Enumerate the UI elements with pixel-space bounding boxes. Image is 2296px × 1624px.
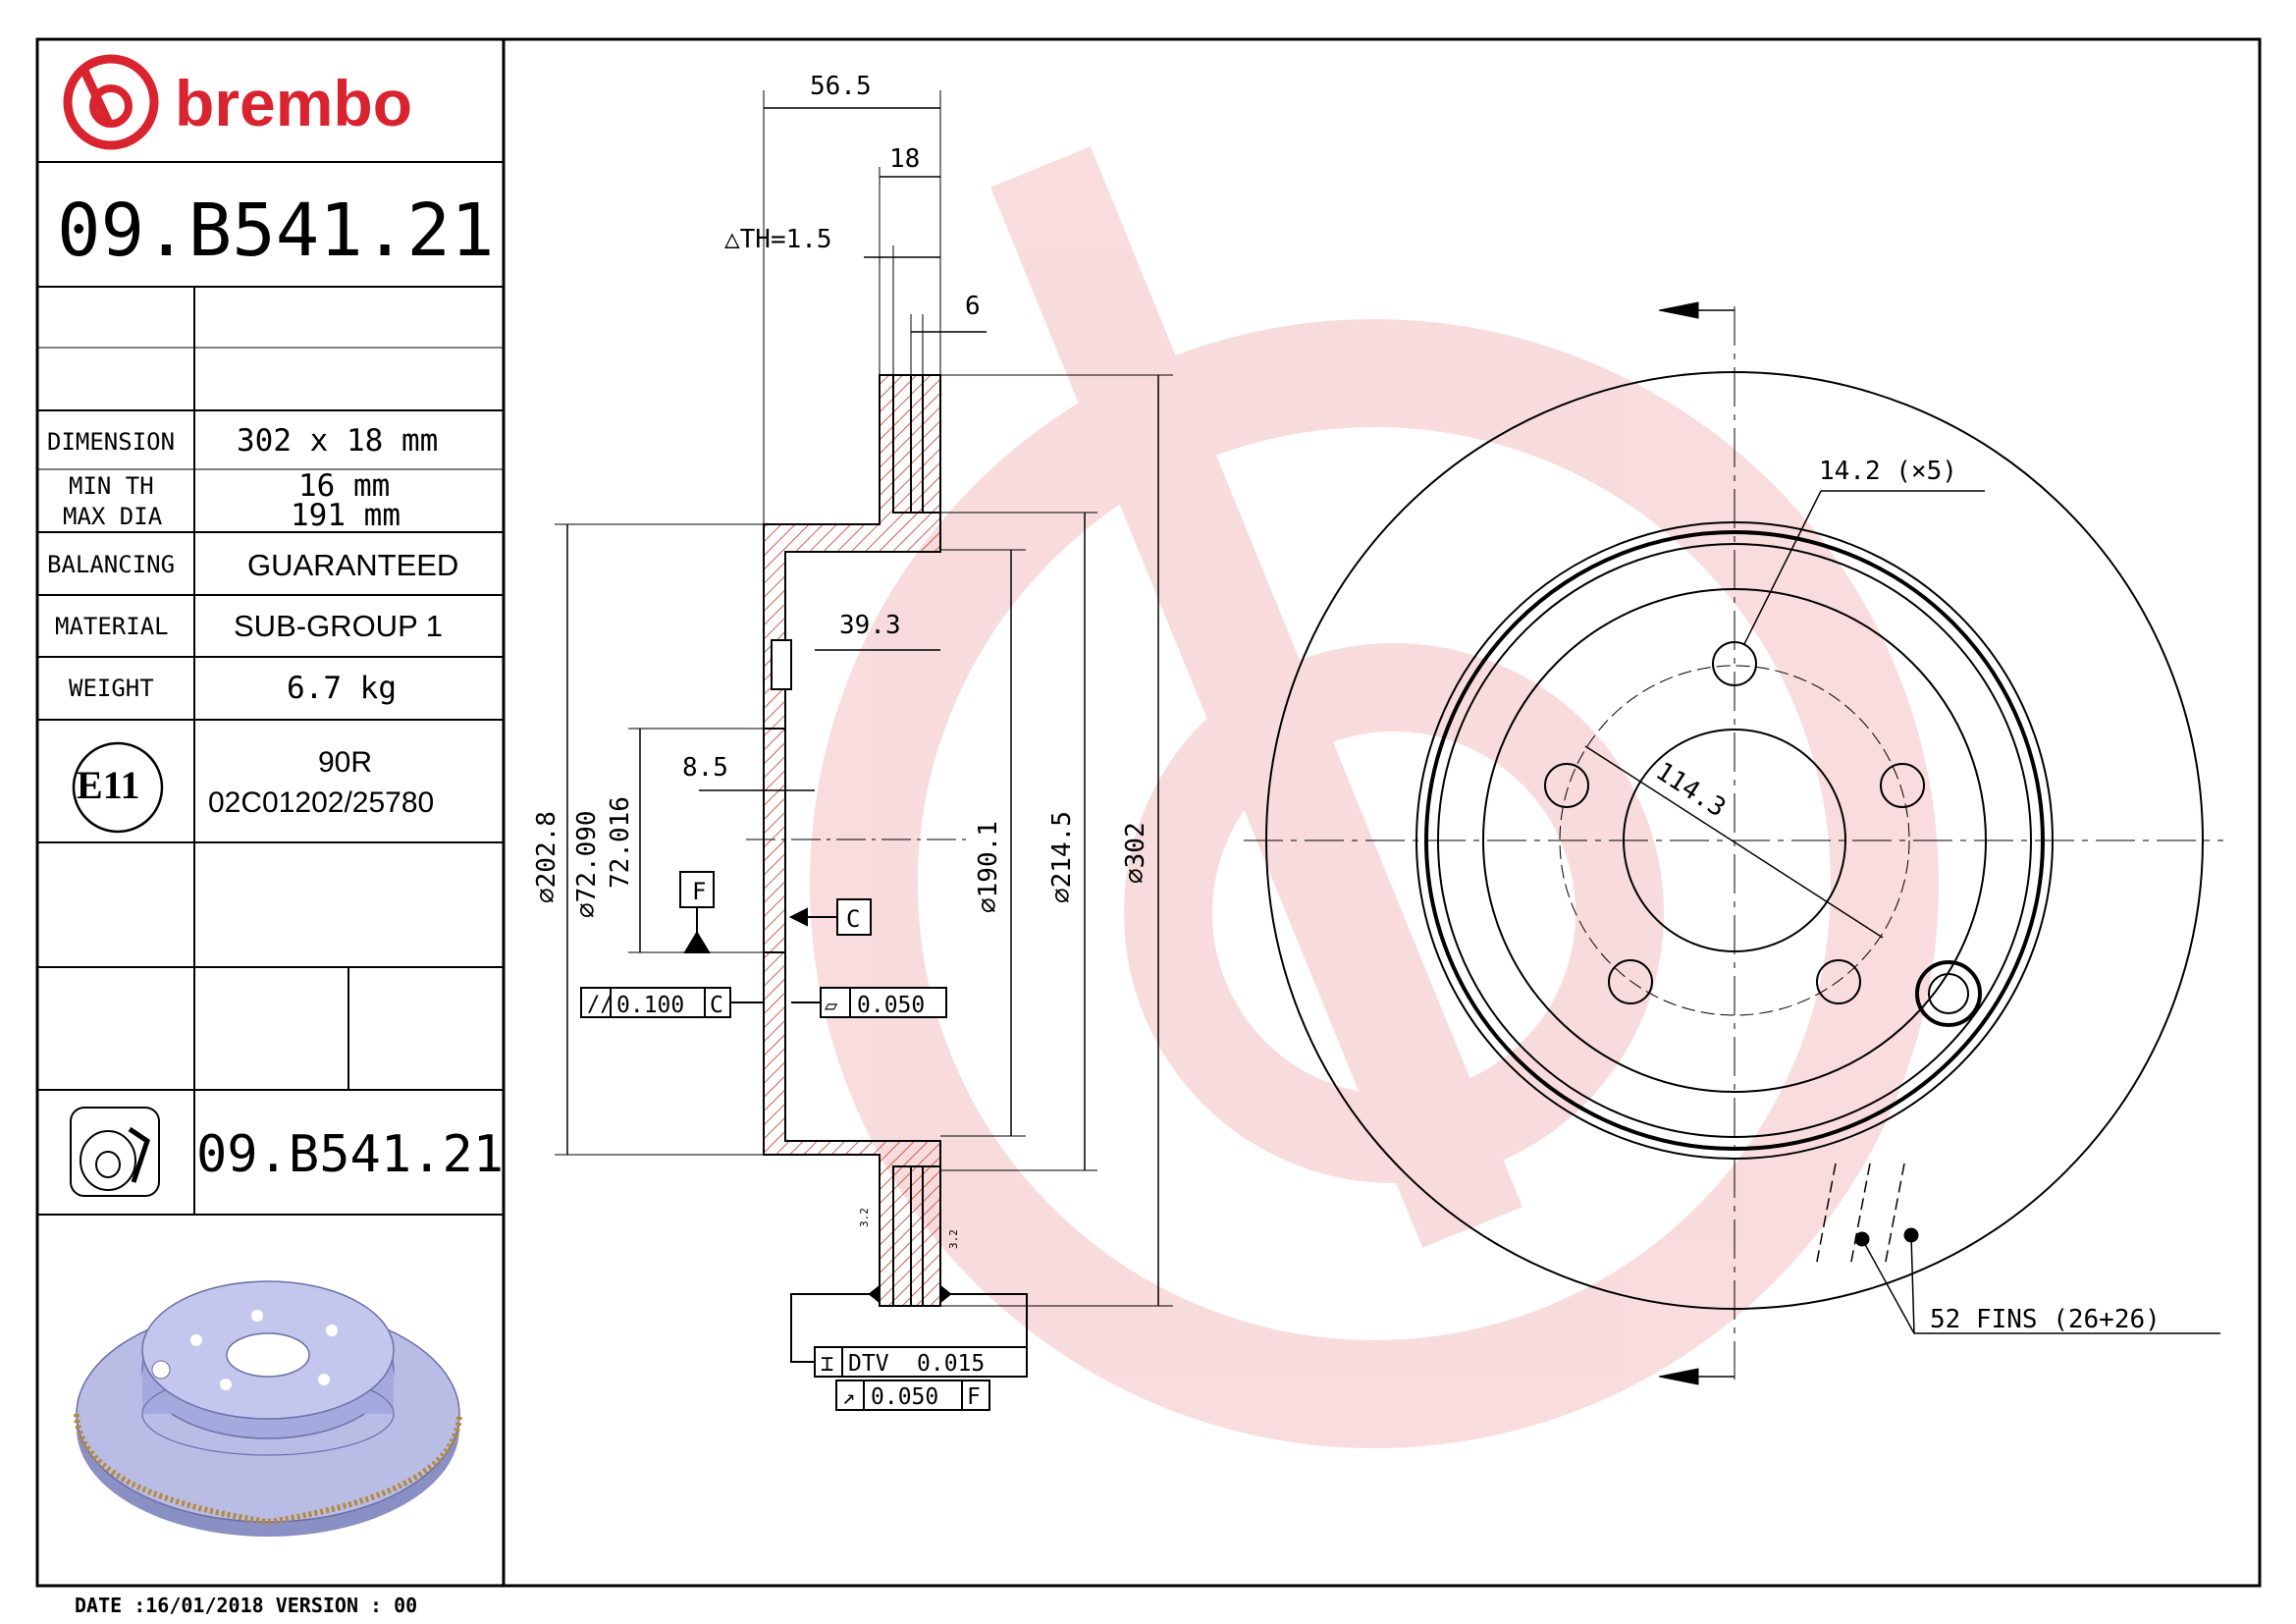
tol-runout-value: 0.050 bbox=[871, 1384, 938, 1410]
footer-date-version: DATE :16/01/2018 VERSION : 00 bbox=[75, 1594, 418, 1617]
tol-dtv-value: 0.015 bbox=[917, 1351, 985, 1377]
dim-39-3: 39.3 bbox=[839, 611, 901, 640]
brembo-logo-icon bbox=[63, 54, 159, 150]
part-number-footer: 09.B541.21 bbox=[196, 1125, 505, 1184]
dim-dia-202-8: ⌀202.8 bbox=[532, 811, 561, 903]
datum-c-label: C bbox=[846, 905, 860, 933]
roughness-b: 3.2 bbox=[947, 1229, 960, 1249]
dim-dia-302: ⌀302 bbox=[1121, 822, 1150, 884]
tol-dtv-label: DTV bbox=[848, 1351, 889, 1377]
dim-dia-72-090: ⌀72.090 bbox=[572, 810, 602, 918]
dim-8-5: 8.5 bbox=[682, 753, 728, 783]
fins-label: 52 FINS (26+26) bbox=[1930, 1305, 2161, 1334]
dtv-symbol-icon: ⌶ bbox=[821, 1352, 833, 1377]
dim-6: 6 bbox=[965, 292, 981, 321]
front-view bbox=[1244, 301, 2223, 1385]
spec-label-max-dia: MAX DIA bbox=[63, 503, 163, 530]
dim-dia-190-1: ⌀190.1 bbox=[974, 821, 1003, 913]
approval-code: 90R bbox=[318, 746, 373, 779]
dim-dia-72-016: 72.016 bbox=[606, 796, 635, 889]
dim-bolt-hole: 14.2 (×5) bbox=[1819, 457, 1957, 486]
section-view bbox=[555, 90, 1173, 1411]
spec-label-weight: WEIGHT bbox=[69, 675, 154, 702]
runout-symbol-icon: ↗ bbox=[842, 1385, 855, 1410]
dim-dia-214-5: ⌀214.5 bbox=[1047, 811, 1077, 903]
spec-value-weight: 6.7 kg bbox=[287, 671, 397, 706]
spec-label-balancing: BALANCING bbox=[47, 551, 176, 578]
spec-value-min-th: 16 mm bbox=[298, 468, 391, 504]
tol-runout-ref: F bbox=[967, 1384, 981, 1410]
brembo-watermark-icon bbox=[810, 146, 1939, 1448]
tol-flatness-value: 0.050 bbox=[857, 993, 925, 1018]
dim-18: 18 bbox=[889, 144, 920, 174]
spec-label-min-th: MIN TH bbox=[69, 472, 154, 500]
dim-56-5: 56.5 bbox=[810, 72, 872, 101]
flatness-symbol-icon: ▱ bbox=[825, 994, 838, 1018]
spec-label-dimension: DIMENSION bbox=[47, 428, 176, 456]
disc-3d-thumbnail-icon bbox=[74, 1280, 462, 1537]
spec-value-balancing: GUARANTEED bbox=[247, 548, 459, 582]
approval-number: 02C01202/25780 bbox=[208, 786, 435, 819]
tol-parallel-value: 0.100 bbox=[616, 993, 684, 1018]
spec-value-material: SUB-GROUP 1 bbox=[234, 609, 444, 643]
part-number: 09.B541.21 bbox=[57, 189, 495, 273]
roughness-a: 3.2 bbox=[858, 1208, 871, 1227]
spec-value-dimension: 302 x 18 mm bbox=[237, 423, 439, 459]
spec-label-material: MATERIAL bbox=[55, 613, 169, 640]
tol-parallel-ref: C bbox=[710, 993, 723, 1018]
spec-value-max-dia: 191 mm bbox=[291, 498, 400, 533]
approval-mark: E11 bbox=[77, 763, 140, 807]
datum-f-label: F bbox=[692, 878, 706, 905]
dim-thickness-variation: △TH=1.5 bbox=[724, 225, 832, 254]
parallelism-symbol-icon: // bbox=[587, 993, 614, 1017]
e11-approval-icon bbox=[72, 741, 164, 834]
disc-type-icon bbox=[70, 1107, 160, 1197]
brand-name: brembo bbox=[175, 67, 413, 139]
